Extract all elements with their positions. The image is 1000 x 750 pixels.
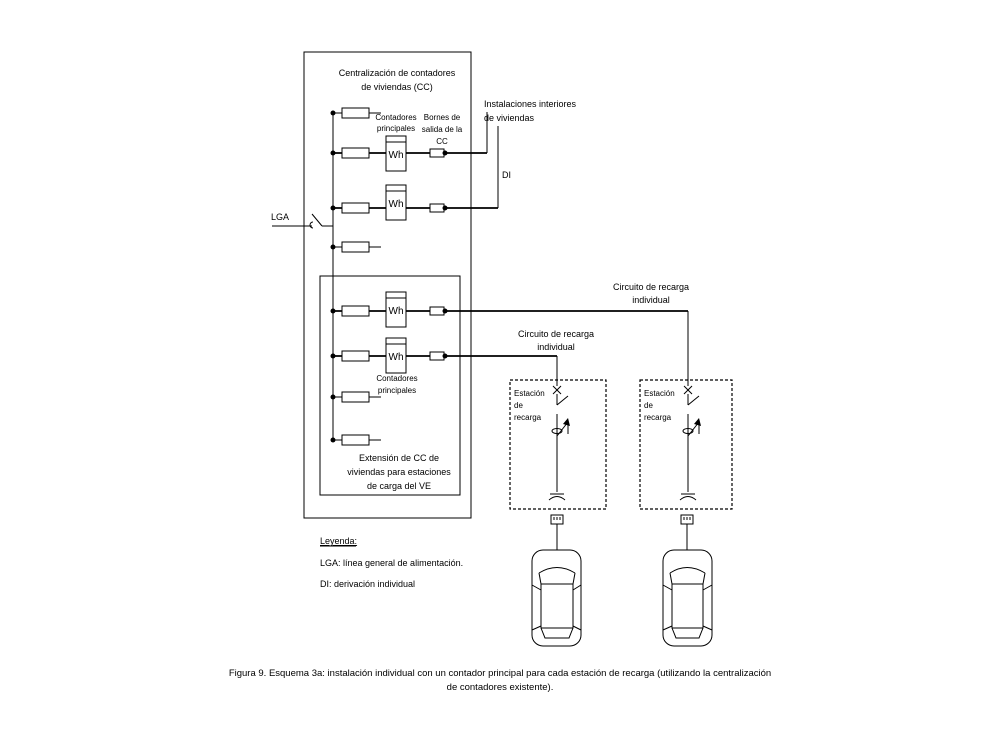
svg-text:Wh: Wh bbox=[389, 306, 404, 317]
circuit-label-line1: Circuito de recarga bbox=[613, 282, 689, 292]
extension-label-line1: Extensión de CC de bbox=[359, 453, 439, 463]
legend-lga: LGA: línea general de alimentación. bbox=[320, 558, 463, 568]
fuse-branch bbox=[330, 241, 381, 253]
station-label-line3: recarga bbox=[644, 413, 672, 422]
output-terminal bbox=[429, 148, 445, 158]
ext-meters-label-line1: Contadores bbox=[376, 374, 417, 383]
circuit-label-line1: Circuito de recarga bbox=[518, 329, 594, 339]
plug-icon bbox=[550, 514, 564, 550]
meter-wh: Wh bbox=[385, 184, 407, 221]
meters-label-line1: Contadores bbox=[375, 113, 416, 122]
meters-label-line2: principales bbox=[377, 124, 415, 133]
output-terminal bbox=[429, 306, 445, 316]
svg-text:Wh: Wh bbox=[389, 150, 404, 161]
terminals-label-line3: CC bbox=[436, 137, 448, 146]
station-label-line1: Estación bbox=[514, 389, 545, 398]
di-label: DI bbox=[502, 170, 511, 180]
charging-station: Estación de recarga bbox=[509, 356, 607, 510]
lga-label: LGA bbox=[271, 212, 289, 222]
fuse-branch bbox=[330, 202, 386, 214]
circuit-label-line2: individual bbox=[537, 342, 575, 352]
station-label-line1: Estación bbox=[644, 389, 675, 398]
output-terminal bbox=[429, 351, 445, 361]
interiores-label-line2: de viviendas bbox=[484, 113, 535, 123]
svg-text:Wh: Wh bbox=[389, 199, 404, 210]
svg-text:Wh: Wh bbox=[389, 352, 404, 363]
ext-meters-label-line2: principales bbox=[378, 386, 416, 395]
caption-line2: de contadores existente). bbox=[447, 682, 554, 693]
car-icon bbox=[531, 549, 582, 647]
meter-wh: Wh bbox=[385, 337, 407, 374]
output-terminal bbox=[429, 203, 445, 213]
terminals-label-line2: salida de la bbox=[422, 125, 463, 134]
cc-title-line1: Centralización de contadores bbox=[339, 68, 456, 78]
fuse-branch bbox=[330, 147, 386, 159]
caption-line1: Figura 9. Esquema 3a: instalación indivi… bbox=[229, 668, 771, 679]
fuse-branch bbox=[330, 107, 381, 119]
lga-input: LGA bbox=[271, 212, 333, 229]
meter-wh: Wh bbox=[385, 291, 407, 328]
interiores-label-line1: Instalaciones interiores bbox=[484, 99, 577, 109]
meter-wh: Wh bbox=[385, 135, 407, 172]
charging-station: Estación de recarga bbox=[639, 311, 733, 510]
fuse-branch bbox=[330, 350, 386, 362]
legend-title: Leyenda: bbox=[320, 536, 357, 546]
station-label-line3: recarga bbox=[514, 413, 542, 422]
fuse-branch bbox=[330, 305, 386, 317]
extension-label-line2: viviendas para estaciones bbox=[347, 467, 451, 477]
cc-enclosure bbox=[303, 51, 472, 519]
fuse-branch bbox=[330, 434, 381, 446]
circuit-label-line2: individual bbox=[632, 295, 670, 305]
cc-title-line2: de viviendas (CC) bbox=[361, 82, 433, 92]
car-icon bbox=[662, 549, 713, 647]
extension-label-line3: de carga del VE bbox=[367, 481, 431, 491]
extension-enclosure bbox=[319, 275, 461, 496]
station-label-line2: de bbox=[644, 401, 653, 410]
station-label-line2: de bbox=[514, 401, 523, 410]
plug-icon bbox=[680, 514, 694, 550]
terminals-label-line1: Bornes de bbox=[424, 113, 461, 122]
legend-di: DI: derivación individual bbox=[320, 579, 415, 589]
fuse-branch bbox=[330, 391, 381, 403]
